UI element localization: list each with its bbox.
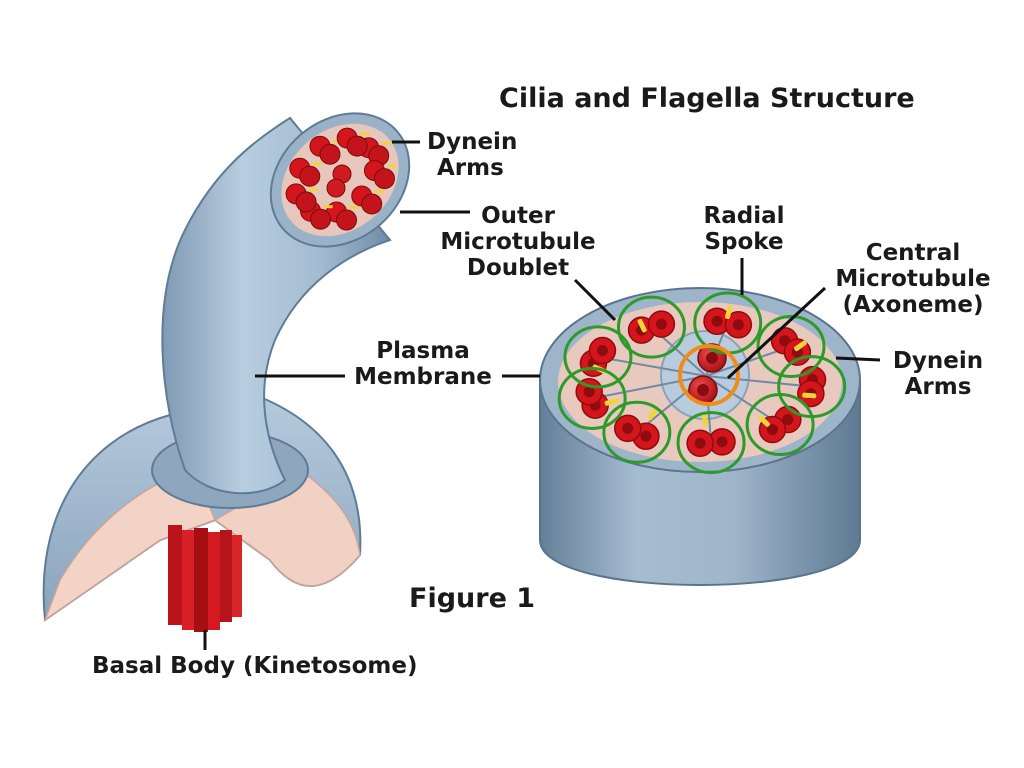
top-doublet [336,127,370,157]
green-annotation-circle [563,325,633,389]
label-central-line1: Central [865,240,961,266]
label-radial-spoke: Radial Spoke [698,203,790,255]
cilium-top-doublets [285,127,397,231]
label-central-line3: (Axoneme) [842,292,984,318]
dynein-arm [360,132,370,136]
dynein-arm [309,187,319,191]
label-dynein-arms-right-line1: Dynein [892,348,984,374]
radial-spoke-line [597,355,707,377]
microtubule-lumen [732,319,744,331]
label-outer-doublet-line2: Microtubule [440,229,596,255]
microtubule-lumen [766,424,778,436]
label-dynein-arms-top-line1: Dynein [427,129,518,155]
label-dynein-arms-right-line2: Arms [904,374,972,400]
label-dynein-arms-top-line2: Arms [437,155,504,181]
outer-doublets [575,305,827,458]
microtubule-ring [299,165,321,187]
microtubule-lumen [716,436,728,448]
microtubule-ring [373,168,395,190]
label-dynein-arms-right: Dynein Arms [884,348,992,400]
dynein-arm [758,415,770,427]
central-microtubule [326,178,346,198]
microtubule-lumen [622,422,634,434]
label-dynein-arms-top: Dynein Arms [427,129,517,181]
label-radial-spoke-line2: Spoke [704,229,784,255]
label-outer-doublet-line1: Outer [481,203,555,229]
label-basal-body: Basal Body (Kinetosome) [92,653,418,679]
green-annotation-circle [756,314,826,378]
dynein-arm [794,340,807,352]
dynein-arm [323,205,333,209]
microtubule-ring [361,193,383,215]
dynein-arm [374,189,384,193]
outer-doublet [627,310,676,344]
radial-spoke-line [705,375,812,388]
dynein-arm [387,164,397,168]
label-plasma-membrane: Plasma Membrane [350,338,496,390]
outer-doublet [614,407,660,450]
dynein-arm [725,305,733,320]
label-outer-doublet-line3: Doublet [466,255,570,281]
dynein-arm [381,141,391,145]
top-doublet [363,160,397,190]
leader-dynein-right [835,356,881,362]
central-annotation-circle [678,344,740,406]
green-annotation-circle [557,366,627,430]
dynein-arm [349,206,359,210]
microtubule-ring [346,135,368,157]
green-annotation-circle [602,400,672,464]
leader-lines [203,140,881,650]
green-annotation-circle [616,295,686,359]
label-radial-spoke-line1: Radial [703,203,785,229]
radial-spoke-line [705,375,781,426]
top-doublet [351,185,384,215]
microtubule-ring [319,143,341,165]
microtubule-lumen [640,430,652,442]
dynein-arm [312,162,322,166]
leader-central [726,286,827,380]
basal-body [168,525,242,632]
label-plasma-line2: Membrane [354,364,492,390]
label-outer-microtubule-doublet: Outer Microtubule Doublet [436,203,600,281]
top-doublet [289,157,322,187]
dynein-arm [802,392,817,399]
outer-doublet [703,305,753,339]
outer-doublet [686,413,736,458]
radial-spoke-line [591,375,707,400]
microtubule-ring [295,191,317,213]
microtubule-lumen [694,437,706,449]
top-doublet [285,183,319,213]
green-annotation-circle [676,411,746,475]
dynein-arm [604,397,619,406]
diagram-title: Cilia and Flagella Structure [499,83,915,114]
microtubule-lumen [583,386,595,398]
label-plasma-line1: Plasma [376,338,470,364]
microtubule-lumen [596,345,608,357]
figure-label: Figure 1 [409,583,536,614]
microtubule-lumen [655,318,667,330]
dynein-arm [701,413,708,428]
leader-doublet-cross [573,278,617,322]
microtubule-lumen [782,414,794,426]
outer-doublet [770,327,812,366]
label-central-line2: Microtubule [835,266,991,292]
label-central-microtubule: Central Microtubule (Axoneme) [832,240,994,318]
microtubule-ring [336,209,358,231]
top-doublet [309,135,342,165]
dynein-arm [647,407,659,421]
dynein-arm [637,318,647,333]
green-annotation-circle [745,393,815,457]
central-pair [688,343,727,405]
microtubule-lumen [711,315,723,327]
hand-annotations [557,291,847,475]
microtubule-ring [310,208,332,230]
